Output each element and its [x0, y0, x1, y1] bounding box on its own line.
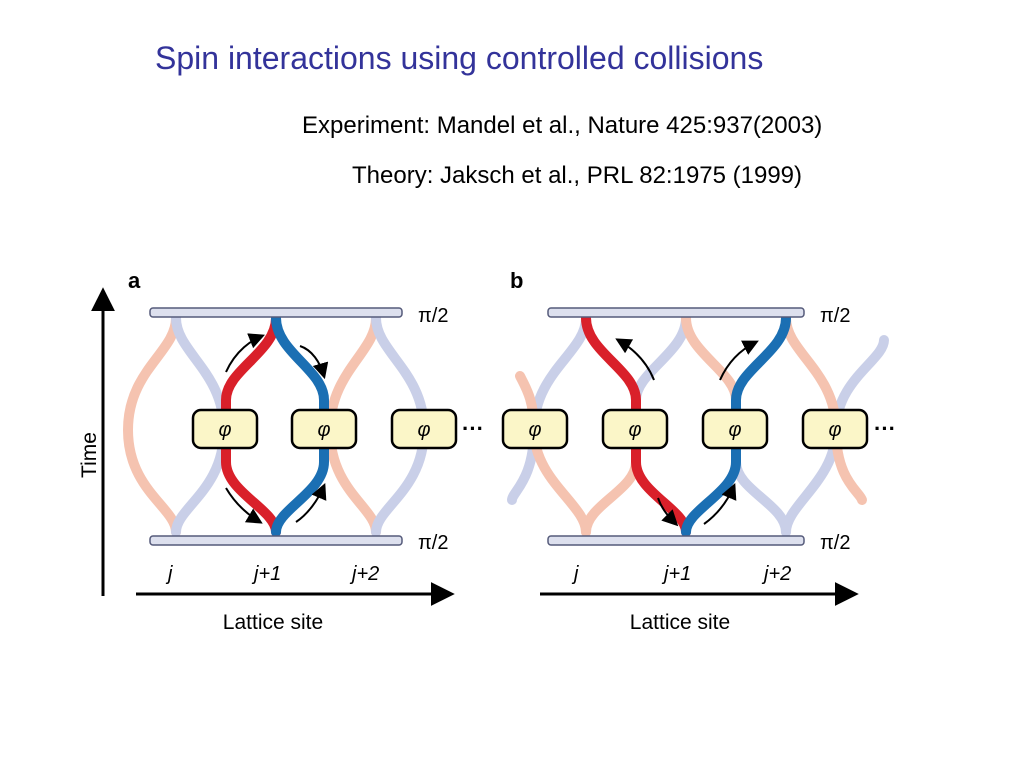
pulse-bar-top-b [547, 307, 805, 318]
phase-gate-label: φ [828, 419, 841, 441]
lattice-axis-label-a: Lattice site [223, 611, 323, 634]
site-label-j2-a: j+2 [349, 563, 379, 585]
time-axis-label: Time [78, 432, 101, 478]
slide-title: Spin interactions using controlled colli… [155, 40, 764, 76]
gates-b: φ φ φ φ [501, 408, 869, 450]
gates-a: φ φ φ [191, 408, 458, 450]
lattice-axis-label-b: Lattice site [630, 611, 730, 634]
motion-arrows-b [615, 338, 759, 527]
panel-b: b π/2 π/2 [501, 268, 896, 634]
phase-gate-label: φ [218, 419, 231, 441]
pulse-label-bottom-b: π/2 [820, 532, 850, 554]
panel-label-a: a [128, 268, 141, 293]
phase-gate-label: φ [728, 419, 741, 441]
phase-gate [390, 408, 458, 450]
phase-gate-label: φ [317, 419, 330, 441]
pulse-label-top-a: π/2 [418, 305, 448, 327]
ellipsis-a: ··· [462, 416, 484, 441]
motion-arrows-a [225, 333, 329, 524]
site-label-j1-b: j+1 [661, 563, 691, 585]
phase-gate [801, 408, 869, 450]
pulse-bar-bottom-b [547, 535, 805, 546]
phase-gate [501, 408, 569, 450]
faded-paths-a [122, 313, 430, 537]
site-label-j1-a: j+1 [251, 563, 281, 585]
experiment-reference: Experiment: Mandel et al., Nature 425:93… [302, 112, 823, 139]
theory-reference: Theory: Jaksch et al., PRL 82:1975 (1999… [352, 162, 803, 189]
phase-gate-label: φ [528, 419, 541, 441]
phase-gate-label: φ [628, 419, 641, 441]
pulse-bar-top-a [149, 307, 403, 318]
panel-a: a π/2 π/2 φ φ [122, 268, 484, 634]
site-label-j-b: j [571, 563, 579, 585]
pulse-label-top-b: π/2 [820, 305, 850, 327]
panel-label-b: b [510, 268, 523, 293]
pulse-bar-bottom-a [149, 535, 403, 546]
phase-gate-label: φ [417, 419, 430, 441]
phase-gate [601, 408, 669, 450]
phase-gate [290, 408, 358, 450]
phase-gate [701, 408, 769, 450]
pulse-label-bottom-a: π/2 [418, 532, 448, 554]
ellipsis-b: ··· [874, 416, 896, 441]
site-label-j2-b: j+2 [761, 563, 791, 585]
site-label-j-a: j [165, 563, 173, 585]
phase-gate [191, 408, 259, 450]
